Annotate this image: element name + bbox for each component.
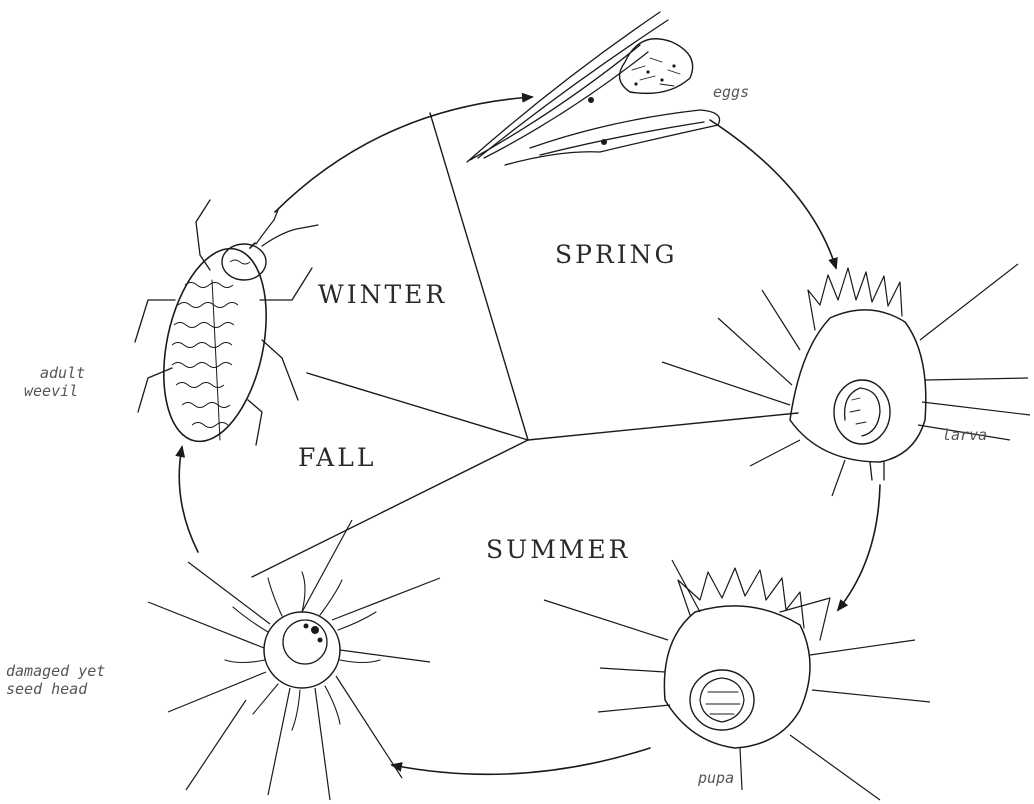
arrow-eggs-to-larva bbox=[710, 120, 836, 268]
season-label-fall: FALL bbox=[298, 443, 376, 472]
cycle-arrows bbox=[179, 97, 880, 774]
stage-label-adult-weevil: adult weevil bbox=[24, 364, 85, 400]
adult-weevil-illustration bbox=[135, 200, 318, 451]
season-dividers bbox=[252, 113, 798, 577]
stage-label-seedhead-line2: seed head bbox=[6, 680, 105, 698]
divider-spring-summer bbox=[528, 413, 798, 440]
stage-label-adult-line1: adult bbox=[24, 364, 85, 382]
arrow-larva-to-pupa bbox=[838, 485, 880, 610]
arrow-adult-to-eggs bbox=[275, 97, 532, 212]
arrow-pupa-to-seedhead bbox=[392, 748, 650, 774]
stage-label-seedhead-line1: damaged yet bbox=[6, 662, 105, 680]
damaged-seedhead-illustration bbox=[148, 520, 440, 800]
stage-label-larva: larva bbox=[942, 426, 987, 444]
divider-winter-spring bbox=[430, 113, 528, 440]
eggs-bud-illustration bbox=[467, 12, 720, 165]
stage-label-adult-line2: weevil bbox=[24, 382, 85, 400]
stage-label-pupa: pupa bbox=[698, 769, 734, 787]
pupa-seedhead-illustration bbox=[544, 560, 930, 800]
stage-label-damaged-seedhead: damaged yet seed head bbox=[6, 662, 105, 698]
season-label-winter: WINTER bbox=[318, 280, 447, 309]
larva-seedhead-illustration bbox=[662, 264, 1030, 496]
season-label-spring: SPRING bbox=[555, 240, 678, 269]
stage-label-eggs: eggs bbox=[713, 83, 749, 101]
arrow-seedhead-to-adult bbox=[179, 447, 198, 552]
divider-winter-fall bbox=[307, 373, 528, 440]
season-label-summer: SUMMER bbox=[486, 535, 630, 564]
